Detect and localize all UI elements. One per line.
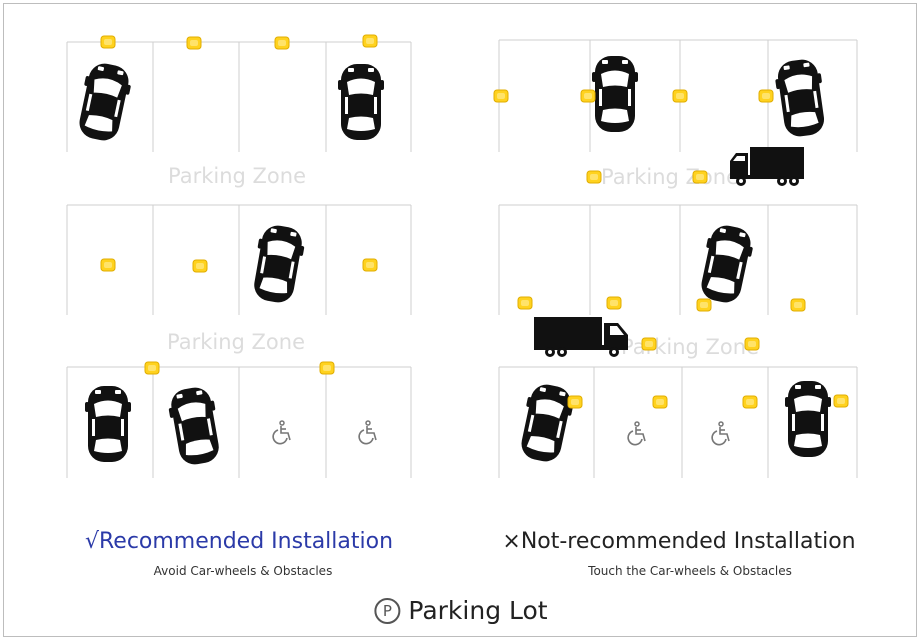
left-parking-lines	[66, 41, 412, 478]
car-icon	[338, 64, 384, 140]
sensor-icon	[692, 170, 708, 184]
sensor-icon	[319, 361, 335, 375]
recommended-subtitle: Avoid Car-wheels & Obstacles	[153, 564, 333, 578]
car-icon	[515, 381, 577, 465]
sensor-icon	[186, 36, 202, 50]
sensor-icon	[517, 296, 533, 310]
sensor-icon	[274, 36, 290, 50]
sensor-icon	[586, 170, 602, 184]
not-recommended-title: ×Not-recommended Installation	[502, 529, 856, 554]
truck-icon	[730, 147, 804, 186]
sensor-icon	[567, 395, 583, 409]
left-top-zone-label: Parking Zone	[168, 164, 306, 188]
recommended-title: √Recommended Installation	[84, 529, 394, 554]
sensor-icon	[758, 89, 774, 103]
not-recommended-subtitle: Touch the Car-wheels & Obstacles	[588, 564, 792, 578]
car-icon	[73, 60, 135, 144]
sensor-icon	[100, 35, 116, 49]
footer: P Parking Lot	[374, 596, 548, 625]
left-mid-zone-label: Parking Zone	[167, 330, 305, 354]
sensor-icon	[192, 259, 208, 273]
car-icon	[248, 222, 308, 306]
sensor-icon	[790, 298, 806, 312]
car-icon	[85, 386, 131, 462]
truck-icon	[534, 317, 628, 357]
sensor-icon	[493, 89, 509, 103]
sensor-icon	[672, 89, 688, 103]
car-icon	[785, 381, 831, 457]
sensor-icon	[100, 258, 116, 272]
sensor-icon	[641, 337, 657, 351]
diagram-frame	[3, 3, 917, 637]
sensor-icon	[744, 337, 760, 351]
wheelchair-icon	[627, 421, 646, 446]
sensor-icon	[696, 298, 712, 312]
parking-circle-icon: P	[374, 597, 401, 624]
sensor-icon	[144, 361, 160, 375]
footer-title: Parking Lot	[408, 596, 548, 625]
car-icon	[695, 222, 757, 306]
wheelchair-icon	[272, 420, 291, 445]
wheelchair-icon	[358, 420, 377, 445]
right-top-zone-label: Parking Zone	[601, 165, 739, 189]
sensor-icon	[742, 395, 758, 409]
sensor-icon	[833, 394, 849, 408]
sensor-icon	[606, 296, 622, 310]
car-icon	[165, 384, 225, 468]
sensor-icon	[580, 89, 596, 103]
car-icon	[592, 56, 638, 132]
sensor-icon	[362, 258, 378, 272]
sensor-icon	[652, 395, 668, 409]
car-icon	[772, 57, 830, 139]
wheelchair-icon	[711, 421, 730, 446]
sensor-icon	[362, 34, 378, 48]
